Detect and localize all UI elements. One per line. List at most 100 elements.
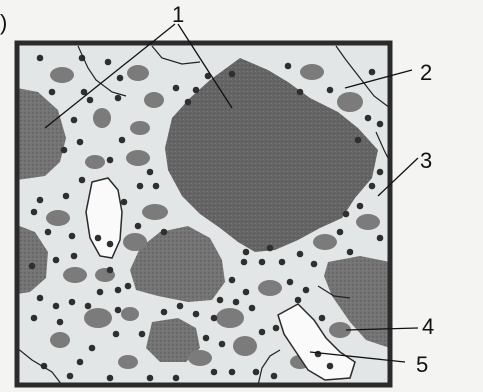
- fine-particle-dot: [57, 319, 64, 326]
- pebble: [93, 108, 111, 128]
- fine-particle-dot: [249, 305, 256, 312]
- fine-particle-dot: [377, 121, 384, 128]
- callout-4: 4: [422, 314, 434, 339]
- fine-particle-dot: [229, 71, 236, 78]
- fine-particle-dot: [29, 263, 36, 270]
- fine-particle-dot: [177, 303, 184, 310]
- fine-particle-dot: [53, 303, 60, 310]
- fine-particle-dot: [115, 307, 122, 314]
- fine-particle-dot: [87, 97, 94, 104]
- fine-particle-dot: [253, 369, 260, 376]
- pebble: [85, 155, 105, 169]
- pebble: [123, 233, 147, 251]
- callout-2: 2: [420, 60, 432, 85]
- fine-particle-dot: [279, 259, 286, 266]
- pebble: [118, 355, 138, 369]
- fine-particle-dot: [61, 147, 68, 154]
- fine-particle-dot: [105, 59, 112, 66]
- fine-particle-dot: [115, 95, 122, 102]
- fine-particle-dot: [229, 369, 236, 376]
- pebble: [258, 280, 282, 296]
- fine-particle-dot: [355, 137, 362, 144]
- fine-particle-dot: [115, 287, 122, 294]
- pebble: [121, 307, 139, 321]
- fine-particle-dot: [337, 229, 344, 236]
- fine-particle-dot: [147, 169, 154, 176]
- fine-particle-dot: [161, 309, 168, 316]
- fine-particle-dot: [219, 341, 226, 348]
- fine-particle-dot: [49, 89, 56, 96]
- fine-particle-dot: [121, 199, 128, 206]
- callout-1: 1: [172, 2, 184, 27]
- fine-particle-dot: [303, 287, 310, 294]
- fine-particle-dot: [79, 177, 86, 184]
- pebble: [126, 150, 150, 166]
- fine-particle-dot: [315, 351, 322, 358]
- fine-particle-dot: [243, 289, 250, 296]
- fine-particle-dot: [193, 87, 200, 94]
- pebble: [216, 308, 244, 328]
- fine-particle-dot: [243, 249, 250, 256]
- fine-particle-dot: [369, 183, 376, 190]
- fine-particle-dot: [377, 169, 384, 176]
- pebble: [337, 92, 363, 112]
- pebble: [50, 332, 70, 348]
- fine-particle-dot: [107, 375, 114, 382]
- pebble: [300, 64, 324, 80]
- fine-particle-dot: [77, 359, 84, 366]
- fine-particle-dot: [37, 295, 44, 302]
- fine-particle-dot: [233, 299, 240, 306]
- fine-particle-dot: [97, 289, 104, 296]
- fine-particle-dot: [139, 331, 146, 338]
- fine-particle-dot: [85, 303, 92, 310]
- fine-particle-dot: [67, 373, 74, 380]
- fine-particle-dot: [259, 329, 266, 336]
- fine-particle-dot: [69, 299, 76, 306]
- fine-particle-dot: [69, 233, 76, 240]
- edge-mark: ): [0, 10, 7, 35]
- pebble: [63, 267, 87, 283]
- fine-particle-dot: [273, 325, 280, 332]
- pebble: [356, 214, 380, 230]
- fine-particle-dot: [53, 257, 60, 264]
- fine-particle-dot: [343, 211, 350, 218]
- fine-particle-dot: [89, 345, 96, 352]
- fine-particle-dot: [71, 117, 78, 124]
- fine-particle-dot: [217, 297, 224, 304]
- pebble: [130, 121, 150, 135]
- fine-particle-dot: [327, 363, 334, 370]
- fine-particle-dot: [241, 259, 248, 266]
- callout-3: 3: [420, 148, 432, 173]
- fine-particle-dot: [211, 369, 218, 376]
- fine-particle-dot: [161, 229, 168, 236]
- fine-particle-dot: [365, 115, 372, 122]
- fine-particle-dot: [259, 259, 266, 266]
- fine-particle-dot: [71, 253, 78, 260]
- fine-particle-dot: [285, 63, 292, 70]
- fine-particle-dot: [119, 137, 126, 144]
- fine-particle-dot: [107, 157, 114, 164]
- fine-particle-dot: [37, 197, 44, 204]
- fine-particle-dot: [185, 99, 192, 106]
- fine-particle-dot: [107, 241, 114, 248]
- pebble: [46, 210, 70, 226]
- fine-particle-dot: [77, 139, 84, 146]
- fine-particle-dot: [229, 277, 236, 284]
- fine-particle-dot: [295, 297, 302, 304]
- fine-particle-dot: [147, 375, 154, 382]
- fine-particle-dot: [45, 229, 52, 236]
- fine-particle-dot: [377, 235, 384, 242]
- fine-particle-dot: [193, 311, 200, 318]
- pebble: [127, 65, 149, 81]
- fine-particle-dot: [319, 315, 326, 322]
- fine-particle-dot: [347, 249, 354, 256]
- fine-particle-dot: [297, 251, 304, 258]
- fine-particle-dot: [63, 193, 70, 200]
- fine-particle-dot: [327, 87, 334, 94]
- fine-particle-dot: [37, 55, 44, 62]
- fine-particle-dot: [95, 235, 102, 242]
- pebble: [50, 67, 74, 83]
- callout-5: 5: [416, 352, 428, 377]
- fine-particle-dot: [173, 85, 180, 92]
- fine-particle-dot: [113, 331, 120, 338]
